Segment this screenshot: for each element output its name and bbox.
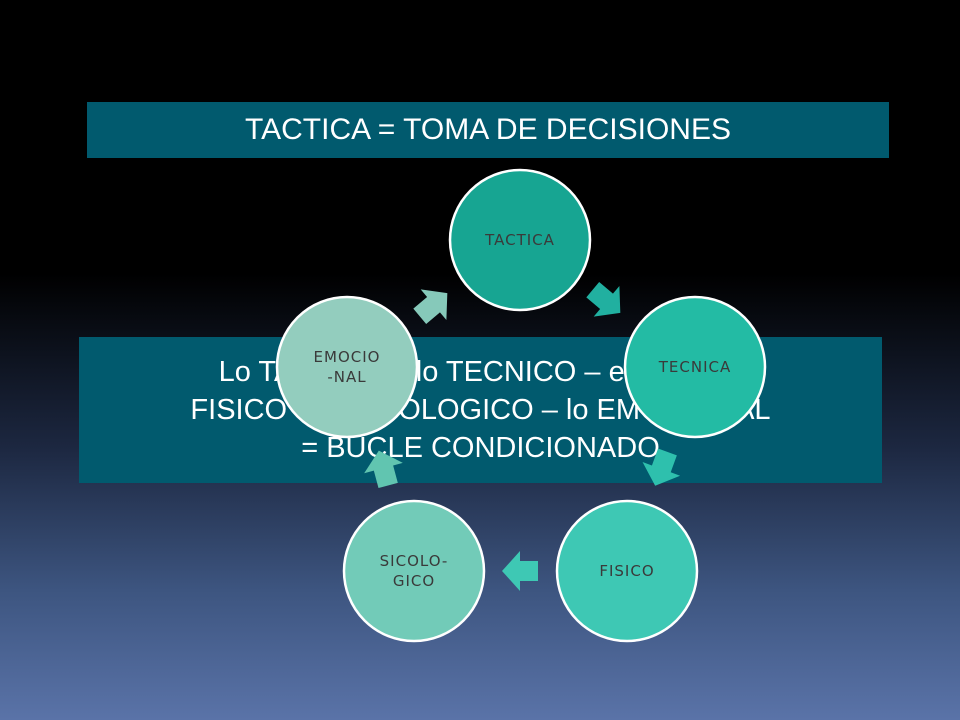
cycle-arrow-icon (502, 551, 538, 591)
node-circle (623, 295, 767, 439)
node-circle (275, 295, 419, 439)
node-sicologico: SICOLO- GICO (342, 499, 486, 643)
node-tactica: TACTICA (448, 168, 592, 312)
node-circle (448, 168, 592, 312)
cycle-arrow-icon (586, 282, 621, 317)
title-text: TACTICA = TOMA DE DECISIONES (245, 113, 731, 146)
node-label: GICO (393, 572, 435, 590)
node-label: SICOLO- (380, 552, 449, 570)
node-label: EMOCIO (314, 348, 381, 366)
title-banner: TACTICA = TOMA DE DECISIONES (87, 102, 889, 158)
node-tecnica: TECNICA (623, 295, 767, 439)
cycle-arrow-icon (364, 450, 403, 489)
node-label: -NAL (327, 368, 366, 386)
node-circle (555, 499, 699, 643)
body-line-3: = BUCLE CONDICIONADO (301, 432, 660, 464)
node-emocional: EMOCIO -NAL (275, 295, 419, 439)
node-fisico: FISICO (555, 499, 699, 643)
cycle-arrow-icon (642, 448, 681, 486)
cycle-arrow-icon (413, 289, 448, 324)
node-label: FISICO (599, 562, 654, 580)
node-label: TACTICA (484, 231, 555, 249)
node-label: TECNICA (658, 358, 732, 376)
node-circle (342, 499, 486, 643)
